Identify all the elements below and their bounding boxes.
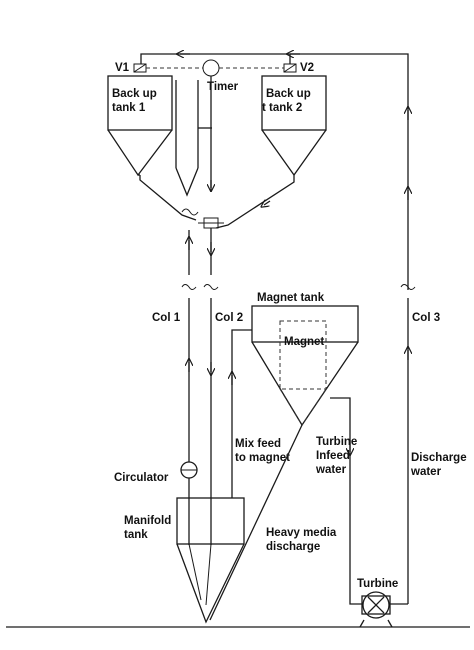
backup-tank-1-label-line1: Back up (112, 88, 157, 100)
turbine-infeed-label-line1: Turbine (316, 436, 357, 448)
backup-outlet-pipes (139, 175, 295, 229)
discharge-water-label-line2: water (410, 466, 442, 478)
backup-tank-2-label-line2: t tank 2 (262, 102, 302, 114)
turbine-infeed-line (330, 397, 362, 605)
valve-v1 (133, 63, 147, 73)
manifold-tank-label-line2: tank (124, 529, 148, 541)
heavy-media-label-line1: Heavy media (266, 527, 337, 539)
manifold-tank-label-line1: Manifold (124, 515, 171, 527)
valve-v2 (283, 63, 297, 73)
turbine-infeed-label-line3: water (315, 464, 347, 476)
magnet-label: Magnet (284, 336, 324, 348)
magnet-tank-label: Magnet tank (257, 292, 325, 304)
col3-label: Col 3 (412, 312, 440, 324)
timer-dial (202, 59, 220, 77)
magnet-field-line-left (279, 388, 303, 426)
turbine-icon (359, 591, 408, 628)
mix-feed-label-line2: to magnet (235, 452, 290, 464)
magnet-field-line-right (301, 388, 327, 426)
mix-feed-label-line1: Mix feed (235, 438, 281, 450)
heavy-media-label-line2: discharge (266, 541, 320, 553)
magnet-tank: Magnet tank (251, 292, 359, 427)
magnet-block (279, 320, 327, 390)
central-feed-column (175, 76, 212, 197)
circulator-label: Circulator (114, 472, 169, 484)
backup-tank-1-label-line2: tank 1 (112, 102, 146, 114)
turbine-infeed-label-line2: Infeed (316, 450, 350, 462)
v2-label: V2 (300, 62, 314, 74)
turbine-label: Turbine (357, 578, 398, 590)
column-pipes (181, 228, 416, 604)
timer-label: Timer (207, 81, 239, 93)
v1-label: V1 (115, 62, 130, 74)
mix-feed-line (232, 329, 252, 498)
col2-label: Col 2 (215, 312, 243, 324)
circulator-icon (180, 461, 198, 479)
discharge-water-label-line1: Discharge (411, 452, 467, 464)
backup-tank-2-label-line1: Back up (266, 88, 311, 100)
manifold-tank (176, 497, 245, 624)
col1-label: Col 1 (152, 312, 181, 324)
heavy-media-discharge-line (209, 424, 303, 621)
top-return-line (140, 54, 408, 290)
